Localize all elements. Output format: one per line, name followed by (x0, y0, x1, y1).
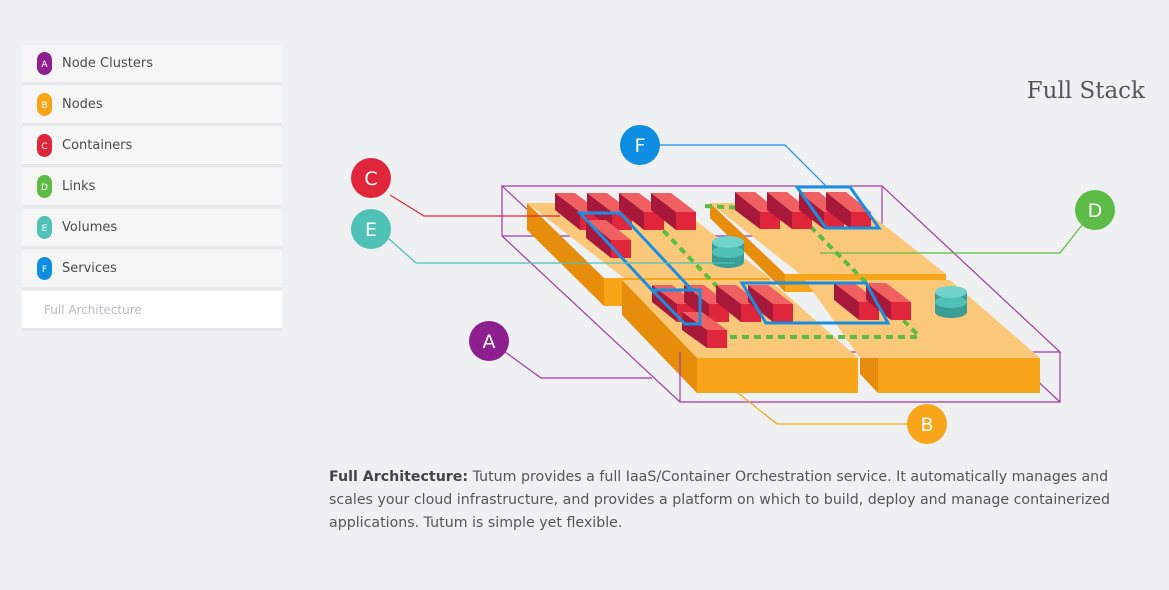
container-cube (586, 220, 631, 258)
container-cube (826, 192, 871, 229)
volume-cylinder (935, 286, 967, 318)
description: Full Architecture: Tutum provides a full… (329, 466, 1129, 535)
sidebar-item-label: Services (62, 261, 117, 276)
badge-c-icon: C (37, 134, 52, 157)
sidebar-item-label: Nodes (62, 97, 103, 112)
sidebar-item-containers[interactable]: C Containers (22, 127, 282, 167)
sidebar-item-label: Links (62, 179, 96, 194)
cluster-frame-front (501, 235, 1061, 403)
sidebar-item-label: Full Architecture (44, 302, 142, 317)
container-cube (834, 283, 879, 320)
page-title: Full Stack (1026, 78, 1145, 104)
sidebar-item-full-architecture[interactable]: Full Architecture (22, 291, 282, 331)
sidebar-item-nodes[interactable]: B Nodes (22, 86, 282, 126)
badge-b-icon: B (37, 93, 52, 116)
callout-c: C (351, 158, 391, 198)
sidebar: A Node Clusters B Nodes C Containers D L… (22, 45, 282, 332)
badge-a-icon: A (37, 52, 52, 75)
sidebar-item-node-clusters[interactable]: A Node Clusters (22, 45, 282, 85)
callout-b: B (907, 404, 947, 444)
sidebar-item-services[interactable]: F Services (22, 250, 282, 290)
service-outlines (576, 185, 891, 326)
sidebar-item-label: Containers (62, 138, 133, 153)
description-text: Tutum provides a full IaaS/Container Orc… (329, 469, 1110, 531)
badge-d-icon: D (37, 175, 52, 198)
callout-d-label: D (1088, 200, 1103, 222)
callout-b-label: B (920, 414, 933, 436)
callout-d: D (1075, 190, 1115, 230)
callout-e: E (351, 209, 391, 249)
volume-cylinder (712, 236, 744, 268)
container-cube (682, 312, 727, 348)
sidebar-item-links[interactable]: D Links (22, 168, 282, 208)
description-lead: Full Architecture: (329, 469, 469, 485)
architecture-diagram: F C E D A B (351, 125, 1115, 444)
callout-c-label: C (364, 168, 377, 190)
sidebar-item-label: Node Clusters (62, 56, 153, 71)
callout-f: F (620, 125, 660, 165)
callout-a-label: A (483, 331, 496, 353)
sidebar-item-volumes[interactable]: E Volumes (22, 209, 282, 249)
callout-a: A (469, 321, 509, 361)
callout-f-label: F (635, 135, 646, 157)
badge-e-icon: E (37, 216, 52, 239)
callout-lines (387, 144, 1083, 425)
sidebar-item-label: Volumes (62, 220, 118, 235)
container-cube (748, 285, 793, 322)
badge-f-icon: F (37, 257, 52, 280)
callout-e-label: E (365, 219, 377, 241)
container-cube (651, 193, 696, 230)
container-blocks (555, 192, 911, 348)
